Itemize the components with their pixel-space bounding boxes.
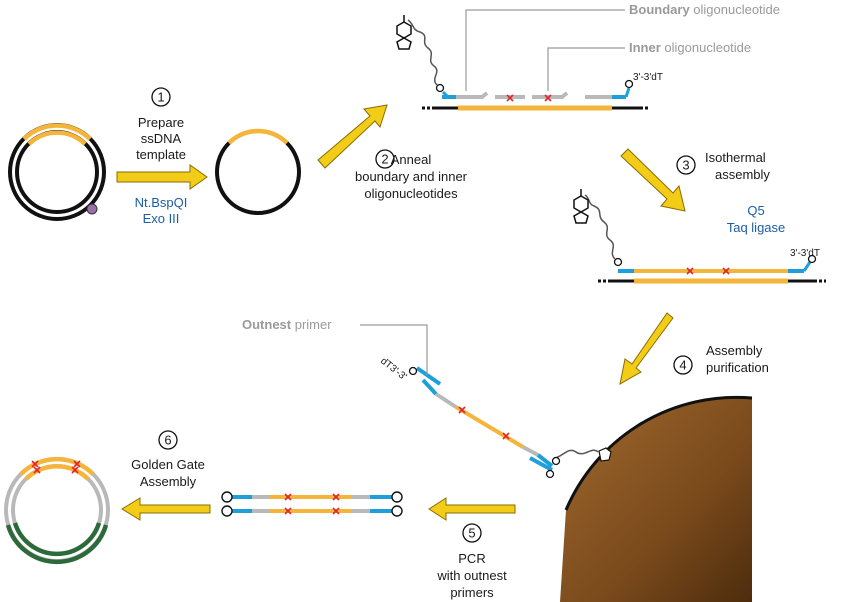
step-1-line-2: ssDNA xyxy=(141,131,182,146)
bead-tether xyxy=(553,447,612,462)
step-3-line-1: Isothermal xyxy=(705,150,766,165)
final-plasmid xyxy=(4,456,110,565)
double-strand-plasmid xyxy=(8,123,106,221)
primer-end-label: dT3'-3' xyxy=(378,356,408,383)
svg-text:4: 4 xyxy=(679,358,686,373)
step-5-line-3: primers xyxy=(450,585,494,600)
step-6-badge: 6 xyxy=(158,430,178,450)
step-5-badge: 5 xyxy=(462,523,482,543)
step-2-line-3: oligonucleotides xyxy=(364,186,458,201)
top-end-label: 3'-3'dT xyxy=(633,72,663,83)
svg-text:2: 2 xyxy=(381,152,388,167)
step-1-badge: 1 xyxy=(151,87,171,107)
step-2-line-2: boundary and inner xyxy=(355,169,468,184)
step2-arrow xyxy=(317,104,388,169)
end-cap-icon xyxy=(391,505,403,517)
step6-arrow xyxy=(121,497,211,521)
biotin-icon xyxy=(396,15,412,50)
step-3-badge: 3 xyxy=(676,155,696,175)
svg-text:Boundary oligonucleotide: Boundary oligonucleotide xyxy=(629,2,780,17)
pcr-product xyxy=(221,491,403,517)
streptavidin-bead-icon xyxy=(560,395,753,602)
svg-text:5: 5 xyxy=(468,526,475,541)
outnest-callout: Outnest primer xyxy=(242,317,428,375)
biotin-icon xyxy=(573,189,589,224)
step-4-line-2: purification xyxy=(706,360,769,375)
step-3-enzyme-1: Q5 xyxy=(747,203,764,218)
end-cap-icon xyxy=(624,79,634,89)
svg-text:3: 3 xyxy=(682,158,689,173)
inner-callout: Inner oligonucleotide xyxy=(547,40,751,91)
end-cap-icon xyxy=(221,491,233,503)
step-6-line-1: Golden Gate xyxy=(131,457,205,472)
step-2-line-1: Anneal xyxy=(391,152,432,167)
svg-text:Outnest primer: Outnest primer xyxy=(242,317,332,332)
end-cap-icon xyxy=(545,469,555,479)
step1-arrow xyxy=(116,164,208,190)
step-6-line-2: Assembly xyxy=(140,474,197,489)
end-cap-icon xyxy=(807,254,817,264)
step4-arrow xyxy=(619,312,674,385)
step-5-line-2: with outnest xyxy=(436,568,507,583)
step-4-badge: 4 xyxy=(673,355,693,375)
end-cap-icon xyxy=(551,456,561,466)
end-cap-icon xyxy=(391,491,403,503)
step-5-line-1: PCR xyxy=(458,551,485,566)
end-cap-icon xyxy=(408,366,418,376)
step-3-line-2: assembly xyxy=(715,167,770,182)
step-3-enzyme-2: Taq ligase xyxy=(727,220,786,235)
step-1-enzyme-2: Exo III xyxy=(143,211,180,226)
svg-text:1: 1 xyxy=(157,90,164,105)
assembled-construct xyxy=(584,194,826,284)
end-cap-icon xyxy=(435,83,445,93)
boundary-callout: Boundary oligonucleotide xyxy=(465,2,780,91)
svg-text:Inner oligonucleotide: Inner oligonucleotide xyxy=(629,40,751,55)
svg-text:6: 6 xyxy=(164,433,171,448)
step-4-line-1: Assembly xyxy=(706,343,763,358)
middle-end-label: 3'-3'dT xyxy=(790,248,820,259)
end-cap-icon xyxy=(613,257,623,267)
end-cap-icon xyxy=(221,505,233,517)
step-1-line-3: template xyxy=(136,147,186,162)
annealed-construct xyxy=(407,19,650,111)
captured-construct xyxy=(408,366,561,479)
step-2-badge: 2 xyxy=(375,149,395,169)
single-strand-template xyxy=(215,128,301,215)
step5-arrow xyxy=(428,497,516,521)
step-1-enzyme-1: Nt.BspQI xyxy=(135,195,188,210)
step-1-line-1: Prepare xyxy=(138,115,184,130)
step3-arrow xyxy=(620,148,686,212)
